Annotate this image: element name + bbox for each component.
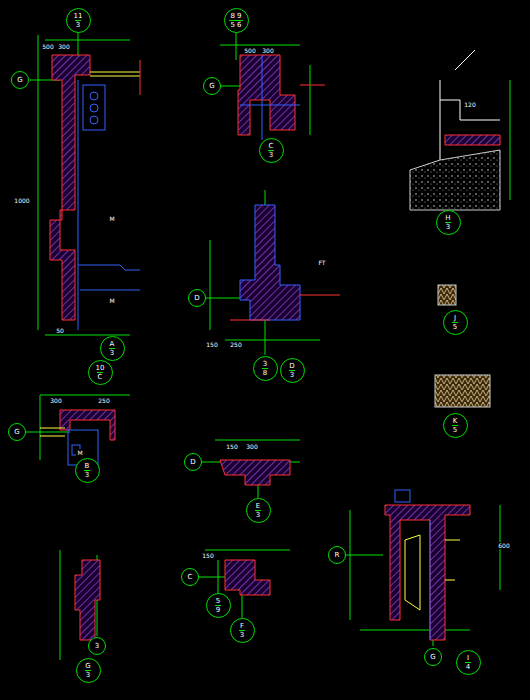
bubble-text: 5 6 bbox=[229, 20, 242, 29]
bubble-text: 3 bbox=[262, 360, 268, 368]
bubble-text: 4 bbox=[465, 662, 471, 671]
detail-bubble: J5 bbox=[443, 310, 468, 335]
bubble-text: J bbox=[453, 314, 457, 322]
dimension-text: 1000 bbox=[13, 197, 30, 204]
dimension-text: 500 bbox=[41, 43, 54, 50]
bubble-text: 3 bbox=[84, 470, 90, 479]
detail-bubble: D3 bbox=[280, 358, 305, 383]
detail-bubble: I4 bbox=[456, 650, 481, 675]
dimension-text: 300 bbox=[57, 43, 70, 50]
bubble-text: B bbox=[84, 462, 91, 470]
bubble-text: 3 bbox=[239, 630, 245, 639]
bubble-text: D bbox=[193, 294, 200, 302]
bubble-text: 3 bbox=[289, 370, 295, 379]
dimension-text: 150 bbox=[201, 552, 214, 559]
bubble-text: 5 bbox=[215, 597, 221, 605]
detail-bubble: C3 bbox=[259, 138, 284, 163]
bubble-text: 3 bbox=[75, 20, 81, 29]
detail-bubble: D bbox=[184, 453, 202, 471]
bubble-text: R bbox=[334, 551, 341, 559]
detail-bubble: D bbox=[188, 289, 206, 307]
dimension-text: 300 bbox=[49, 397, 62, 404]
bubble-text: C bbox=[187, 573, 194, 581]
detail-bubble: 10C bbox=[88, 360, 113, 385]
detail-bubble: G bbox=[11, 71, 29, 89]
detail-bubble: E3 bbox=[246, 498, 271, 523]
detail-bubble: K5 bbox=[443, 413, 468, 438]
bubble-text: E bbox=[255, 502, 261, 510]
detail-bubble: G bbox=[424, 648, 442, 666]
detail-bubble: 38 bbox=[253, 356, 278, 381]
bubble-text: G bbox=[16, 76, 23, 84]
dimension-text: M bbox=[108, 215, 115, 222]
detail-bubble: G bbox=[203, 77, 221, 95]
dimension-text: 500 bbox=[243, 47, 256, 54]
bubble-text: A bbox=[109, 340, 116, 348]
dimension-text: 300 bbox=[245, 443, 258, 450]
detail-bubble: F3 bbox=[230, 618, 255, 643]
bubble-text: 8 9 bbox=[229, 12, 242, 20]
bubble-text: 3 bbox=[268, 150, 274, 159]
dimension-text: 300 bbox=[261, 47, 274, 54]
bubble-text: 5 bbox=[452, 425, 458, 434]
dimension-text: 150 bbox=[225, 443, 238, 450]
bubble-text: 5 bbox=[452, 322, 458, 331]
bubble-text: 3 bbox=[94, 642, 100, 650]
bubble-text: 8 bbox=[262, 368, 268, 377]
bubble-text: C bbox=[97, 372, 104, 381]
detail-bubble: G3 bbox=[76, 658, 101, 683]
bubble-text: 3 bbox=[445, 222, 451, 231]
bubble-text: 11 bbox=[73, 12, 84, 20]
bubble-text: I bbox=[466, 654, 470, 662]
bubble-text: 3 bbox=[255, 510, 261, 519]
detail-bubble: 59 bbox=[206, 593, 231, 618]
detail-bubble: H3 bbox=[436, 210, 461, 235]
dimension-text: FT bbox=[317, 259, 326, 266]
bubble-text: G bbox=[13, 428, 20, 436]
dimension-text: 120 bbox=[463, 101, 476, 108]
detail-bubble: B3 bbox=[75, 458, 100, 483]
dimension-text: 250 bbox=[97, 397, 110, 404]
bubble-text: K bbox=[452, 417, 459, 425]
bubble-text: C bbox=[268, 142, 275, 150]
bubble-text: 3 bbox=[109, 348, 115, 357]
dimension-text: M bbox=[76, 449, 83, 456]
dimension-text: 50 bbox=[55, 327, 65, 334]
bubble-text: 9 bbox=[215, 605, 221, 614]
detail-bubble: G bbox=[8, 423, 26, 441]
detail-bubble: 3 bbox=[88, 637, 106, 655]
detail-bubble: 8 95 6 bbox=[224, 8, 249, 33]
bubble-text: F bbox=[239, 622, 245, 630]
dimension-text: 250 bbox=[229, 341, 242, 348]
detail-bubble: A3 bbox=[100, 336, 125, 361]
dimension-text: M bbox=[108, 297, 115, 304]
bubble-text: G bbox=[429, 653, 436, 661]
detail-bubble: 113 bbox=[66, 8, 91, 33]
detail-bubble: C bbox=[181, 568, 199, 586]
dimension-text: 600 bbox=[497, 542, 510, 549]
bubble-text: D bbox=[288, 362, 295, 370]
bubble-text: G bbox=[84, 662, 91, 670]
bubble-text: 10 bbox=[95, 364, 106, 372]
bubble-text: G bbox=[208, 82, 215, 90]
bubble-text: H bbox=[444, 214, 451, 222]
dimension-text: 150 bbox=[205, 341, 218, 348]
bubble-text: D bbox=[189, 458, 196, 466]
bubble-text: 3 bbox=[85, 670, 91, 679]
detail-bubble: R bbox=[328, 546, 346, 564]
